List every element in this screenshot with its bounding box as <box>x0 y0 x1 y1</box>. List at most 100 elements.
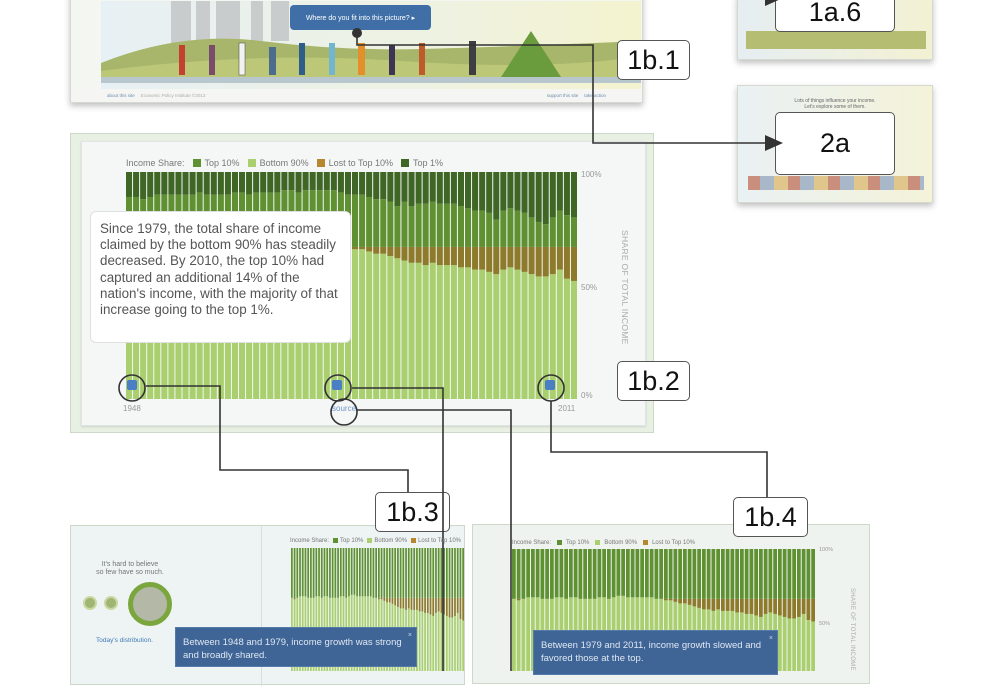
bar-top10-1974 <box>635 549 640 598</box>
bar-top1-1956 <box>182 172 189 195</box>
bar-top10-1953 <box>535 549 540 598</box>
bar-lost-to-top10-2003 <box>514 246 521 270</box>
bar-lost-to-top10-1996 <box>465 246 472 268</box>
bar-top1-2003 <box>514 172 521 211</box>
legend-1b3: Income Share: Top 10% Bottom 90% Lost to… <box>290 538 461 544</box>
bar-top1-1980 <box>352 172 359 195</box>
bar-top10-1997 <box>472 210 479 247</box>
bar-top10-1991 <box>429 201 436 247</box>
screen-label-2a: 2a <box>775 112 895 175</box>
bar-top10-1967 <box>342 548 345 597</box>
bar-lost-to-top10-1994 <box>416 597 418 610</box>
bar-bottom90-1997 <box>424 612 426 671</box>
bar-bottom90-2003 <box>440 612 443 671</box>
close-icon[interactable]: × <box>407 632 412 639</box>
bar-top10-2006 <box>448 548 451 598</box>
take-action-link[interactable]: take action <box>584 93 606 98</box>
annotation-marker-1948[interactable] <box>127 380 137 390</box>
bar-lost-to-top10-2007 <box>792 598 796 619</box>
annotation-marker-1979[interactable] <box>332 380 342 390</box>
todays-distribution-link[interactable]: Today's distribution. <box>96 637 153 644</box>
bar-top1-1983 <box>373 172 380 200</box>
bar-top1-1996 <box>465 172 472 209</box>
bar-lost-to-top10-2003 <box>773 598 777 614</box>
bar-top10-1992 <box>721 549 725 599</box>
about-link[interactable]: about this site <box>107 93 135 98</box>
support-link[interactable]: support this site <box>546 93 579 98</box>
bar-top1-1984 <box>380 172 387 200</box>
footer-credit: Economic Policy Institute ©2013 <box>140 93 206 98</box>
bar-top10-1999 <box>486 212 493 247</box>
bar-bottom90-2008 <box>797 616 801 671</box>
bar-lost-to-top10-2002 <box>507 246 514 268</box>
bar-top10-1961 <box>573 549 578 598</box>
bar-top10-1984 <box>683 549 687 599</box>
bar-lost-to-top10-1990 <box>711 598 716 611</box>
bar-top10-1983 <box>373 199 380 247</box>
bar-top1-1953 <box>161 172 168 195</box>
bar-lost-to-top10-1983 <box>678 598 682 604</box>
bar-top10-1994 <box>450 203 457 247</box>
bar-top10-1966 <box>339 548 342 597</box>
bar-top10-1982 <box>366 196 373 247</box>
annotation-marker-2011[interactable] <box>545 380 555 390</box>
source-link[interactable]: source <box>332 404 357 413</box>
bar-bottom90-2010 <box>459 618 462 671</box>
bar-top1-1987 <box>401 172 408 202</box>
bar-top10-1978 <box>372 548 375 598</box>
bar-lost-to-top10-1981 <box>668 598 673 601</box>
bar-lost-to-top10-2001 <box>500 246 507 270</box>
bar-bottom90-2002 <box>507 267 514 399</box>
bar-lost-to-top10-2002 <box>437 597 440 612</box>
bar-top10-1989 <box>415 203 422 247</box>
bar-top10-1984 <box>388 548 391 598</box>
bar-bottom90-1994 <box>450 265 457 399</box>
bar-lost-to-top10-1986 <box>394 597 397 606</box>
bar-top10-1986 <box>692 549 697 599</box>
where-do-you-fit-button[interactable]: Where do you fit into this picture? ▸ <box>290 5 431 30</box>
bar-lost-to-top10-1981 <box>380 597 383 600</box>
close-icon[interactable]: × <box>768 635 773 642</box>
bar-bottom90-2001 <box>500 269 507 399</box>
bar-lost-to-top10-1984 <box>380 246 387 254</box>
bar-top10-1995 <box>735 549 739 599</box>
bar-top1-2000 <box>493 172 500 220</box>
bar-bottom90-1980 <box>352 249 359 399</box>
bar-top1-1995 <box>457 172 464 207</box>
bar-top1-1949 <box>133 172 140 197</box>
y-tick-50: 50% <box>581 283 598 292</box>
bar-top10-1964 <box>334 548 337 598</box>
bar-top10-1959 <box>564 549 568 599</box>
bar-bottom90-2004 <box>778 615 782 671</box>
bar-top10-2001 <box>435 548 437 598</box>
bar-top10-1976 <box>367 548 369 597</box>
tooltip-1948-1979: Between 1948 and 1979, income growth was… <box>175 627 417 667</box>
bar-top10-2004 <box>521 212 528 247</box>
bar-top1-1973 <box>302 172 309 191</box>
bar-lost-to-top10-1992 <box>410 597 413 610</box>
bar-top10-2009 <box>556 210 563 247</box>
bar-lost-to-top10-1998 <box>426 597 429 613</box>
bar-top10-1962 <box>578 549 583 599</box>
bar-lost-to-top10-1983 <box>386 597 388 603</box>
bar-top10-1983 <box>386 548 388 598</box>
bar-top10-2008 <box>454 548 456 598</box>
bar-lost-to-top10-1995 <box>418 597 421 612</box>
bar-top10-1969 <box>611 549 616 598</box>
bar-bottom90-1998 <box>479 269 486 399</box>
bar-top10-1999 <box>429 548 432 598</box>
bar-top1-1948 <box>126 172 133 197</box>
bar-top10-2006 <box>535 221 542 247</box>
bar-top10-1961 <box>326 548 329 597</box>
bar-lost-to-top10-1949 <box>516 598 521 601</box>
bar-top1-1961 <box>217 172 224 195</box>
bar-top10-1975 <box>640 549 644 598</box>
bar-lost-to-top10-2006 <box>535 246 542 277</box>
bar-lost-to-top10-2005 <box>445 597 448 616</box>
bar-bottom90-1948 <box>512 598 516 671</box>
bar-top10-2008 <box>797 549 801 599</box>
bar-top1-2011 <box>570 172 577 218</box>
bar-top10-1996 <box>421 548 424 598</box>
chart-callout: Since 1979, the total share of income cl… <box>90 211 351 343</box>
bar-top10-1981 <box>380 548 383 598</box>
